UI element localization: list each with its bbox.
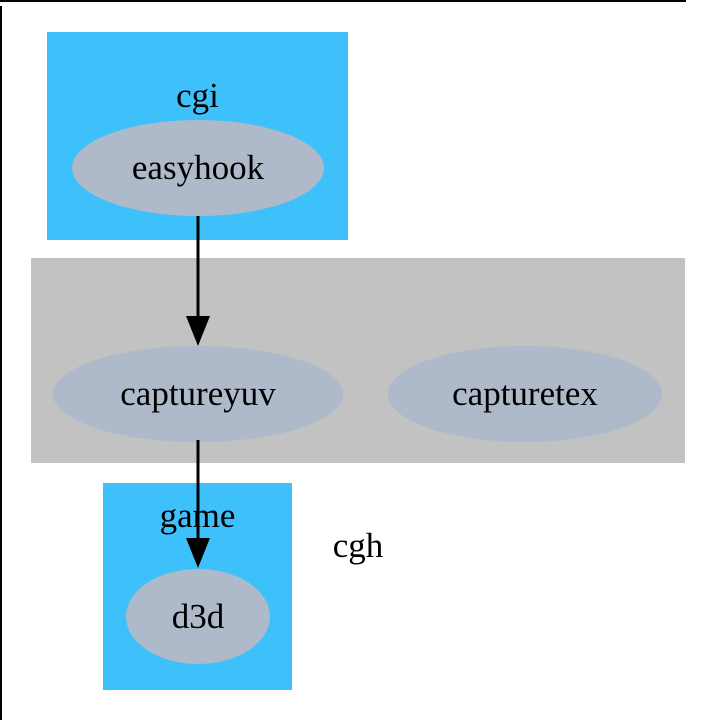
- cluster-cgi-label: cgi: [176, 76, 219, 115]
- cluster-game-label: game: [159, 496, 236, 535]
- cluster-cgh-label: cgh: [332, 526, 384, 565]
- node-easyhook-label: easyhook: [131, 148, 265, 187]
- node-capturetex: capturetex: [388, 346, 662, 442]
- node-captureyuv-label: captureyuv: [120, 374, 276, 413]
- frame-top-border: [0, 0, 686, 2]
- frame-left-border: [0, 6, 2, 720]
- node-capturetex-label: capturetex: [452, 374, 598, 413]
- node-d3d-label: d3d: [171, 596, 225, 636]
- node-easyhook: easyhook: [72, 120, 324, 216]
- node-d3d: d3d: [126, 569, 270, 664]
- node-captureyuv: captureyuv: [53, 346, 343, 442]
